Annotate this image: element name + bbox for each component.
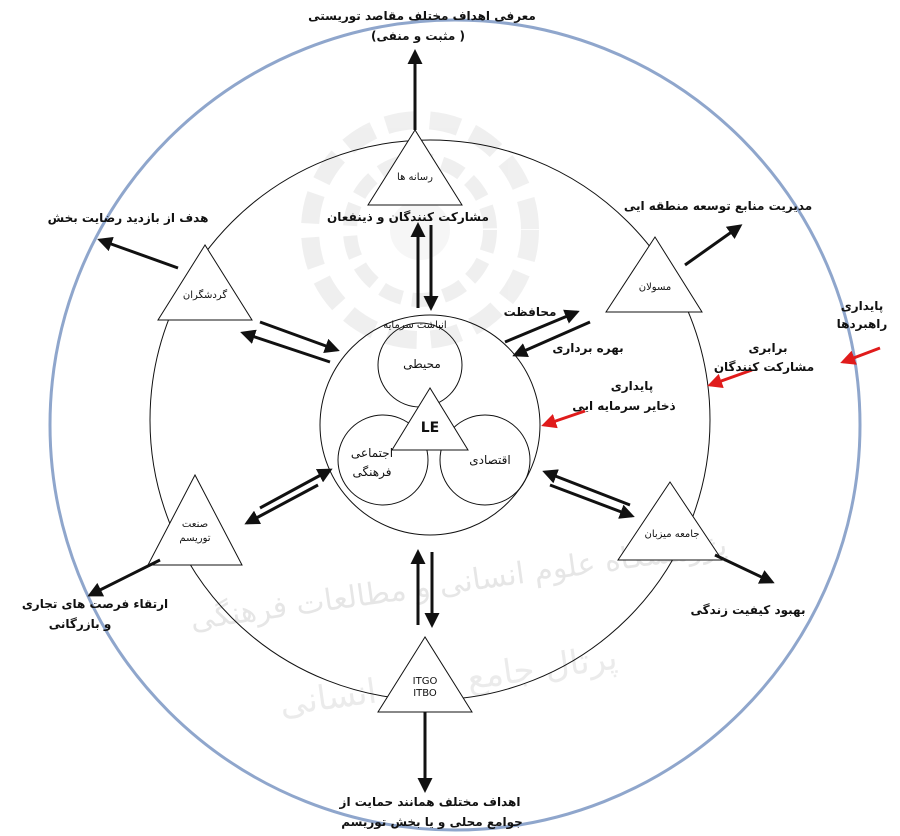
triangle-right-upper-label: مسولان <box>639 282 672 293</box>
triangle-right-lower-label: جامعه میزبان <box>644 529 699 540</box>
core-ring <box>319 314 541 536</box>
core-circle-economic <box>439 414 531 506</box>
triangle-right-upper <box>605 236 703 313</box>
arrow-out-top-left <box>97 236 179 270</box>
label-conservation: محافظت <box>504 305 557 319</box>
label-right-middle-2: مشارکت کنندگان <box>714 360 814 374</box>
label-capital-accumulation: انباشت سرمایه <box>383 320 446 331</box>
label-bottom-2: جوامع محلی و یا بخش توریسم <box>341 815 523 830</box>
triangle-top-label: رسانه ها <box>397 172 433 183</box>
red-arrow-inner <box>541 409 586 429</box>
arrow-left-upper-in <box>259 320 340 353</box>
arrow-left-lower-out <box>244 483 319 525</box>
label-bottom-right: بهبود کیفیت زندگی <box>691 603 806 618</box>
label-stakeholders-participation: مشارکت کنندگان و ذینفعان <box>327 210 489 225</box>
arrow-out-bottom-left <box>87 558 161 597</box>
arrow-left-upper-out <box>240 329 331 364</box>
arrow-out-top-right <box>684 224 743 267</box>
label-bottom-left-2: و بازرگانی <box>49 617 112 632</box>
label-right-outer-2: راهبردها <box>837 317 888 331</box>
core-label-sociocultural-1: اجتماعی <box>351 446 393 460</box>
label-exploitation: بهره برداری <box>552 341 623 355</box>
label-top-2: (مثبت و منفی ) <box>371 29 465 44</box>
label-right-inner-2: ذخایر سرمایه ایی <box>572 399 675 413</box>
red-arrow-middle <box>707 368 753 389</box>
triangle-bottom-label-2: ITBO <box>413 688 437 699</box>
arrow-out-bottom-right <box>714 553 775 584</box>
triangle-left-upper-label: گردشگران <box>183 289 228 301</box>
label-bottom-1: اهداف مختلف همانند حمایت از <box>339 795 521 809</box>
core-label-environmental: محیطی <box>403 357 441 371</box>
label-right-inner-1: پایداری <box>611 379 653 393</box>
label-right-middle-1: برابری <box>748 341 787 355</box>
triangle-left-upper <box>157 244 253 321</box>
arrow-right-upper-in <box>512 320 591 358</box>
triangle-bottom-label-1: ITGO <box>413 676 438 687</box>
triangle-left-lower <box>147 473 243 566</box>
label-right-outer-1: پایداری <box>841 299 883 313</box>
triangle-right-lower <box>617 481 723 561</box>
core-label-center: LE <box>421 420 439 436</box>
arrow-right-lower-out <box>549 483 635 519</box>
core-circle-sociocultural <box>337 414 429 506</box>
core-triangle <box>391 387 469 451</box>
core-label-economic: اقتصادی <box>469 453 511 467</box>
label-top-1: معرفی اهداف مختلف مقاصد توریستی <box>308 9 536 24</box>
triangle-top <box>367 129 463 206</box>
outer-ring <box>48 18 862 832</box>
core-label-sociocultural-2: فرهنگی <box>353 465 392 480</box>
label-top-left: هدف از بازدید رضایت بخش <box>48 211 209 225</box>
arrow-right-lower-in <box>542 469 631 507</box>
arrow-left-lower-in <box>259 468 333 510</box>
red-arrow-outer <box>840 346 881 365</box>
triangle-left-lower-label-2: توریسم <box>179 533 210 544</box>
triangle-left-lower-label-1: صنعت <box>182 519 208 530</box>
arrow-right-upper-out <box>504 309 580 344</box>
label-top-right: مدیریت منابع توسعه منطقه ایی <box>624 199 812 214</box>
label-bottom-left-1: ارتقاء فرصت های تجاری <box>22 597 168 611</box>
